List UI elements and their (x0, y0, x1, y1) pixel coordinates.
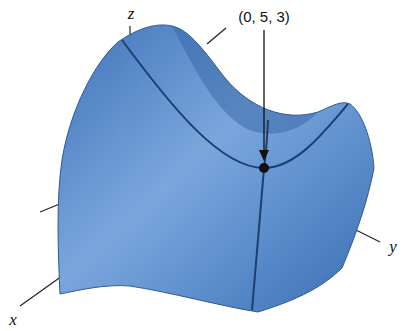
saddle-surface (58, 25, 374, 312)
x-axis (20, 276, 62, 306)
pointer-arrowhead (259, 150, 269, 161)
axis-label: y (387, 237, 399, 256)
axis-label: x (7, 310, 19, 329)
point-dot (259, 163, 269, 173)
point-label: (0, 5, 3) (236, 8, 292, 25)
surface-curve (252, 120, 268, 310)
pointer-line (263, 30, 264, 152)
surface-curve (122, 40, 348, 168)
axis-line (207, 28, 226, 44)
axis-label: z (126, 4, 137, 23)
surface-shading (172, 26, 318, 134)
